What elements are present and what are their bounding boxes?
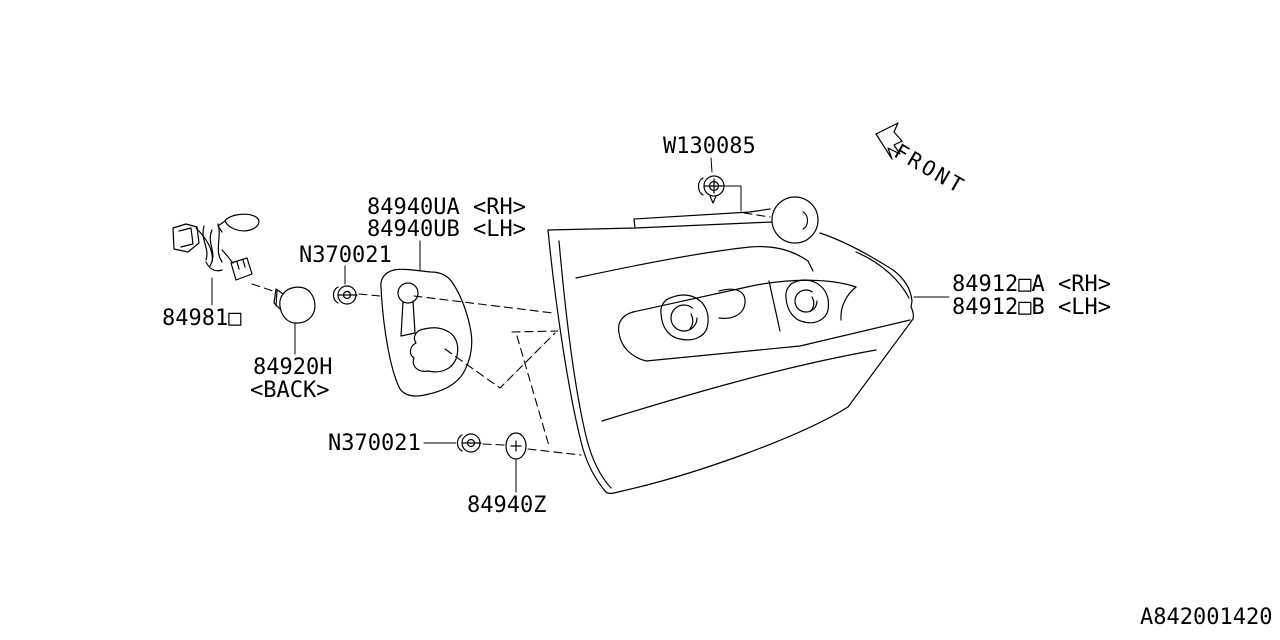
part-label-84940z[interactable]: 84940Z (467, 493, 547, 518)
part-label-w130085[interactable]: W130085 (663, 134, 756, 159)
harness-drawing (172, 213, 260, 281)
nut-icon-upper (332, 285, 358, 305)
part-label-n370021-lower[interactable]: N370021 (328, 431, 421, 456)
tail-lamp-assembly-drawing (547, 196, 914, 494)
part-label-84912a-rh[interactable]: 84912□A <RH> (952, 272, 1111, 297)
front-arrow-icon (875, 122, 903, 160)
part-label-84912b-lh[interactable]: 84912□B <LH> (952, 295, 1111, 320)
part-label-84981[interactable]: 84981□ (162, 306, 242, 331)
bulb-drawing (273, 286, 316, 324)
part-label-84920h[interactable]: 84920H (253, 355, 333, 380)
part-label-n370021-upper[interactable]: N370021 (299, 243, 392, 268)
part-label-84940ub-lh[interactable]: 84940UB <LH> (367, 217, 526, 242)
gasket-drawing (380, 268, 473, 397)
diagram-code: A842001420 (1140, 605, 1273, 630)
grommet-icon (505, 432, 527, 460)
bolt-icon (697, 175, 725, 204)
part-label-84920h-back-note: <BACK> (250, 378, 330, 403)
dashed-connector-lines (251, 212, 771, 456)
part-label-84940ua-rh[interactable]: 84940UA <RH> (367, 195, 526, 220)
nut-icon-lower (456, 433, 482, 453)
leader-lines (211, 157, 950, 493)
